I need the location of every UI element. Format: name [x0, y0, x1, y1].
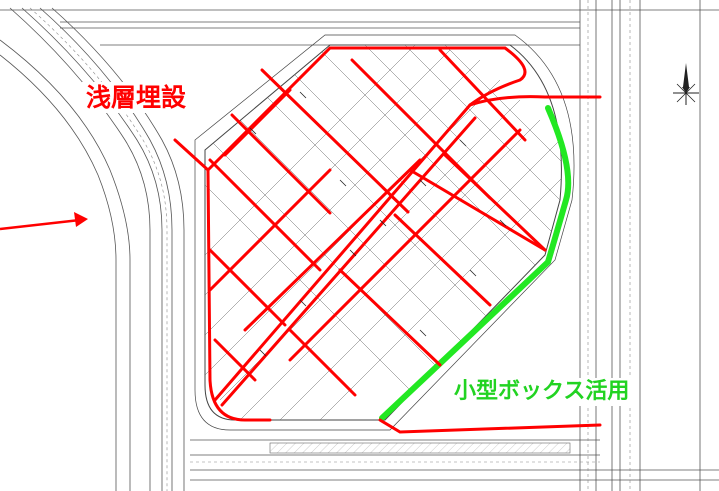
route-ticks: [249, 91, 507, 357]
arrow-right-icon: [0, 212, 88, 231]
small-box-route: [379, 105, 572, 421]
small-box-label: 小型ボックス活用: [450, 378, 634, 406]
lot-grid: [205, 45, 562, 420]
hatched-strip: [269, 442, 571, 454]
road-dashes: [29, 0, 631, 491]
development-block: [194, 34, 575, 431]
north-arrow-icon: [673, 63, 699, 105]
shallow-burial-routes: [173, 46, 602, 434]
shallow-burial-label: 浅層埋設: [82, 82, 191, 113]
